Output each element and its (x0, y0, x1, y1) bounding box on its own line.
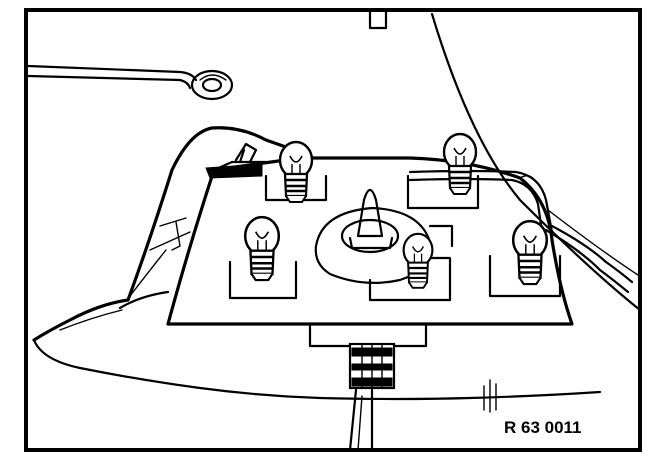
body-panel-edge-inner (547, 209, 639, 276)
bulb-5 (511, 219, 549, 286)
bulb-4 (402, 232, 434, 289)
bulbs-group (243, 132, 549, 289)
socket-base-5 (488, 254, 562, 298)
bulb-2 (243, 215, 281, 282)
bulb-3 (442, 132, 478, 195)
frame-top-tab (368, 10, 388, 30)
bulb-1 (278, 140, 314, 203)
body-panel-edge (430, 12, 642, 312)
figure-frame (24, 8, 642, 452)
socket-base-6 (428, 224, 454, 248)
ground-wire-loop (26, 64, 234, 101)
connector-plug (348, 342, 396, 452)
retaining-clip (205, 142, 263, 179)
socket-base-3 (406, 174, 480, 210)
socket-base-2 (228, 260, 298, 300)
housing-bottom-marks (483, 379, 497, 413)
light-housing-shell (32, 126, 602, 401)
figure-reference-code: R 63 0011 (502, 418, 584, 438)
socket-base-4 (368, 256, 452, 302)
wiring-harness-top (408, 169, 634, 294)
